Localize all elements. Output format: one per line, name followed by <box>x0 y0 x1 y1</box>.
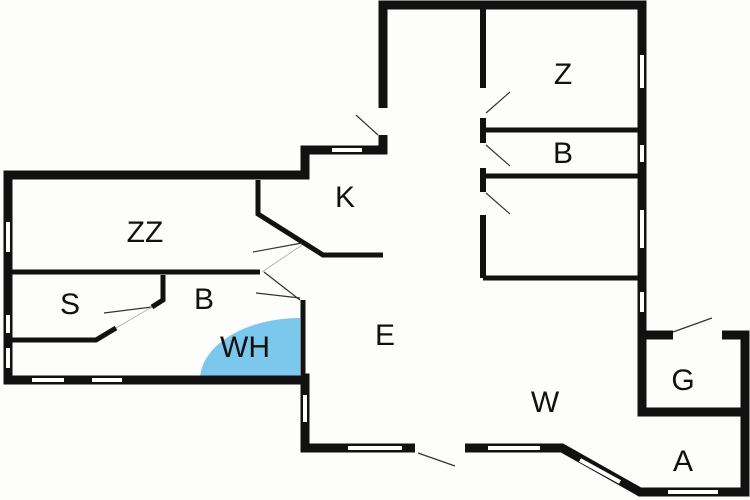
room-label-e: E <box>374 319 396 352</box>
wh-area <box>200 318 300 378</box>
windows <box>6 55 718 494</box>
door-leaves <box>115 244 303 329</box>
outer-walls <box>3 0 750 497</box>
room-label-b-lower: B <box>193 283 215 316</box>
room-label-zz: ZZ <box>126 216 164 249</box>
room-label-k: K <box>334 181 356 214</box>
room-label-w: W <box>530 386 560 419</box>
room-label-z: Z <box>553 58 573 91</box>
room-label-b-upper: B <box>552 137 574 170</box>
room-label-g: G <box>671 364 695 397</box>
room-label-a: A <box>672 445 694 478</box>
room-label-s: S <box>59 288 81 321</box>
door-swings <box>103 91 713 467</box>
interior-walls <box>12 5 640 378</box>
door-openings <box>377 88 722 454</box>
room-label-wh: WH <box>220 331 270 364</box>
